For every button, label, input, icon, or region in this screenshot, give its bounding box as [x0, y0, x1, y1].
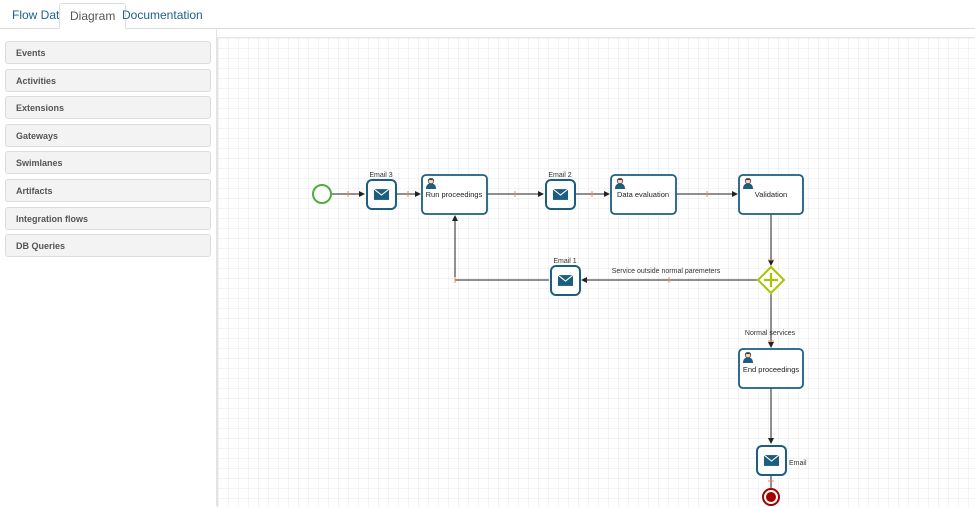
flow-email2-to-data-eval[interactable]: [576, 191, 610, 197]
email2-event[interactable]: [545, 179, 576, 210]
user-icon: [425, 177, 437, 189]
user-icon: [742, 351, 754, 363]
email1-event[interactable]: [550, 265, 581, 296]
task-label: Validation: [755, 190, 787, 199]
flow-data-eval-to-validation[interactable]: [676, 191, 738, 197]
email-event[interactable]: [756, 445, 787, 476]
flow-gateway-to-email1[interactable]: [581, 277, 757, 283]
user-icon: [614, 177, 626, 189]
email3-event[interactable]: [366, 179, 397, 210]
palette-integration-flows[interactable]: Integration flows: [5, 207, 211, 230]
palette-sidebar: Events Activities Extensions Gateways Sw…: [0, 29, 217, 506]
tab-documentation[interactable]: Documentation: [122, 8, 203, 22]
email3-label: Email 3: [369, 172, 392, 179]
end-event[interactable]: [762, 488, 780, 506]
email2-label: Email 2: [548, 172, 571, 179]
flow-gateway-to-end-proceedings[interactable]: [768, 294, 774, 348]
palette-activities[interactable]: Activities: [5, 69, 211, 92]
palette-swimlanes[interactable]: Swimlanes: [5, 151, 211, 174]
task-run-proceedings[interactable]: Run proceedings: [421, 174, 488, 215]
flow-email-to-end[interactable]: [768, 475, 774, 488]
email-label: Email: [789, 460, 807, 467]
flow-email3-to-run[interactable]: [396, 191, 421, 197]
task-label: Run proceedings: [426, 190, 483, 199]
task-data-evaluation[interactable]: Data evaluation: [610, 174, 677, 215]
task-validation[interactable]: Validation: [738, 174, 804, 215]
tab-diagram[interactable]: Diagram: [59, 3, 127, 29]
tab-flow-data[interactable]: Flow Data: [12, 8, 67, 22]
task-label: Data evaluation: [617, 190, 669, 199]
palette-db-queries[interactable]: DB Queries: [5, 234, 211, 257]
flow-run-to-email2[interactable]: [487, 191, 544, 197]
palette-artifacts[interactable]: Artifacts: [5, 179, 211, 202]
palette-events[interactable]: Events: [5, 41, 211, 64]
flow-validation-to-gateway[interactable]: [768, 214, 774, 266]
tab-bar: Flow Data Diagram Documentation: [0, 0, 975, 29]
envelope-icon: [373, 188, 390, 201]
flow-email1-to-run[interactable]: [452, 215, 549, 283]
envelope-icon: [552, 188, 569, 201]
email1-label: Email 1: [553, 258, 576, 265]
flow-label-outside: Service outside normal paremeters: [612, 268, 721, 275]
task-label: End proceedings: [743, 365, 800, 374]
flow-start-to-email3[interactable]: [331, 191, 365, 197]
start-event[interactable]: [312, 184, 332, 204]
envelope-icon: [557, 274, 574, 287]
flow-label-normal: Normal services: [745, 330, 796, 337]
user-icon: [742, 177, 754, 189]
palette-extensions[interactable]: Extensions: [5, 96, 211, 119]
palette-gateways[interactable]: Gateways: [5, 124, 211, 147]
parallel-gateway[interactable]: [756, 265, 786, 295]
envelope-icon: [763, 454, 780, 467]
diagram-canvas[interactable]: [217, 37, 975, 507]
task-end-proceedings[interactable]: End proceedings: [738, 348, 804, 389]
